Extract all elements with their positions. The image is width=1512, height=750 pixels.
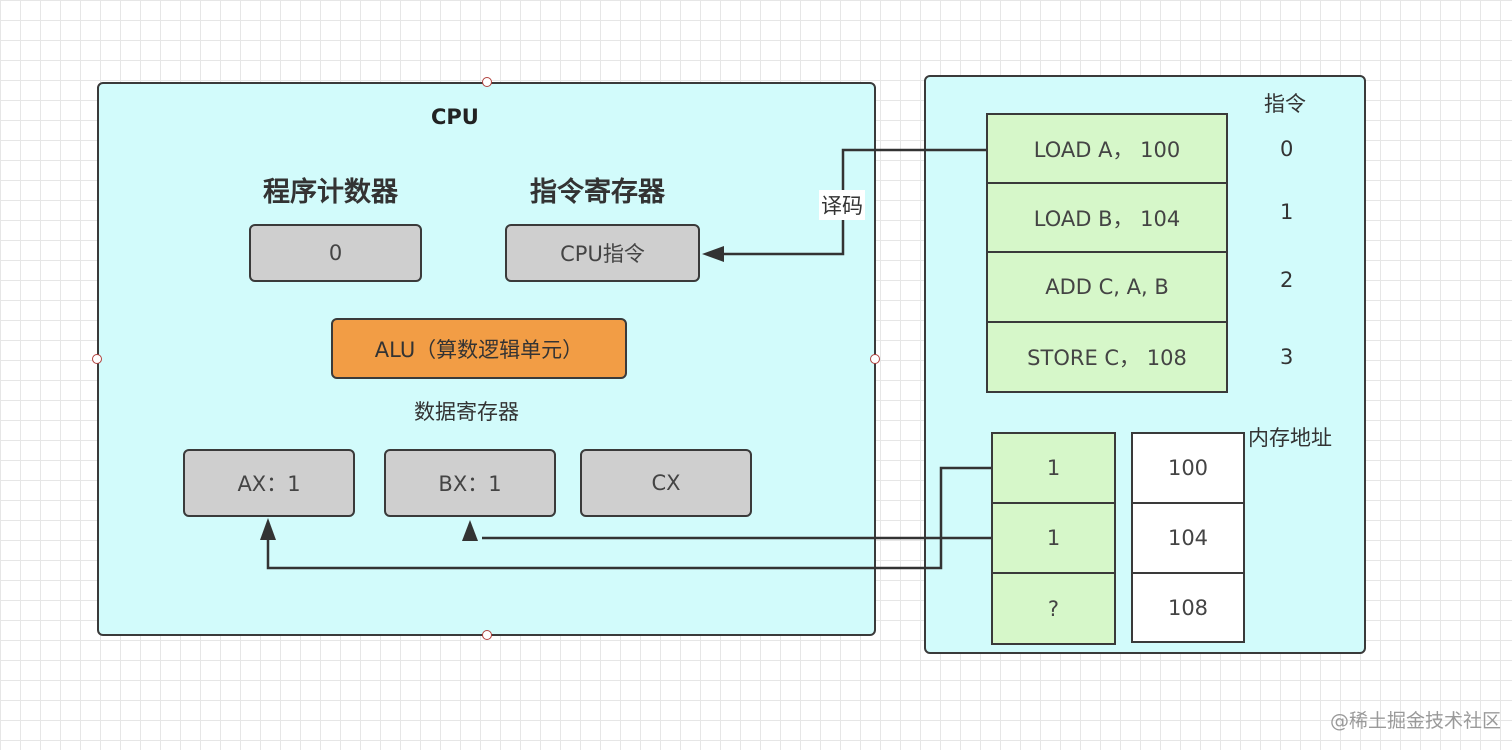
decode-label: 译码 [819,190,865,220]
ax-arrowhead [260,518,276,540]
address-value: 108 [1167,595,1209,620]
data-registers-heading: 数据寄存器 [414,400,519,424]
instruction-index: 0 [1280,137,1294,161]
instruction-text: LOAD A， 100 [1033,137,1181,162]
instruction-cell-3[interactable]: STORE C， 108 [986,321,1228,393]
instruction-register-heading: 指令寄存器 [530,177,665,208]
decode-arrowhead [702,246,724,262]
resize-handle-bottom[interactable] [482,630,492,640]
register-cx-label: CX [651,471,681,495]
data-cell-value: 1 [1046,526,1061,550]
bx-arrowhead [462,520,478,541]
data-cell-value: ? [1047,596,1060,621]
resize-handle-left[interactable] [92,354,102,364]
instruction-register-box[interactable]: CPU指令 [505,224,700,282]
resize-handle-right[interactable] [870,354,880,364]
instruction-text: LOAD B， 104 [1033,206,1181,231]
register-bx[interactable]: BX：1 [384,449,556,517]
instruction-index: 3 [1280,345,1294,369]
instruction-text: ADD C, A, B [1045,275,1169,299]
register-ax[interactable]: AX：1 [183,449,355,517]
instruction-index: 2 [1280,268,1294,292]
watermark: @稀土掘金技术社区 [1330,710,1502,732]
address-cell-2[interactable]: 108 [1131,572,1245,643]
register-cx[interactable]: CX [580,449,752,517]
resize-handle-top[interactable] [482,77,492,87]
register-bx-label: BX：1 [438,472,502,496]
program-counter-box[interactable]: 0 [249,224,422,282]
instruction-heading: 指令 [1264,92,1306,116]
register-ax-label: AX：1 [237,472,301,496]
instruction-register-value: CPU指令 [560,242,645,266]
address-cell-1[interactable]: 104 [1131,502,1245,574]
program-counter-value: 0 [328,241,343,265]
instruction-index: 1 [1280,200,1294,224]
alu-label: ALU（算数逻辑单元） [374,337,584,362]
program-counter-heading: 程序计数器 [263,177,398,208]
cpu-title: CPU [431,105,479,129]
data-cell-value: 1 [1046,456,1061,480]
instruction-cell-2[interactable]: ADD C, A, B [986,251,1228,323]
data-cell-2[interactable]: ? [991,572,1116,645]
memory-address-heading: 内存地址 [1248,426,1332,450]
address-value: 100 [1167,456,1209,480]
alu-box[interactable]: ALU（算数逻辑单元） [331,318,627,379]
address-value: 104 [1167,526,1209,550]
data-cell-1[interactable]: 1 [991,502,1116,574]
instruction-text: STORE C， 108 [1027,346,1187,370]
ax-load-connector [266,466,991,570]
